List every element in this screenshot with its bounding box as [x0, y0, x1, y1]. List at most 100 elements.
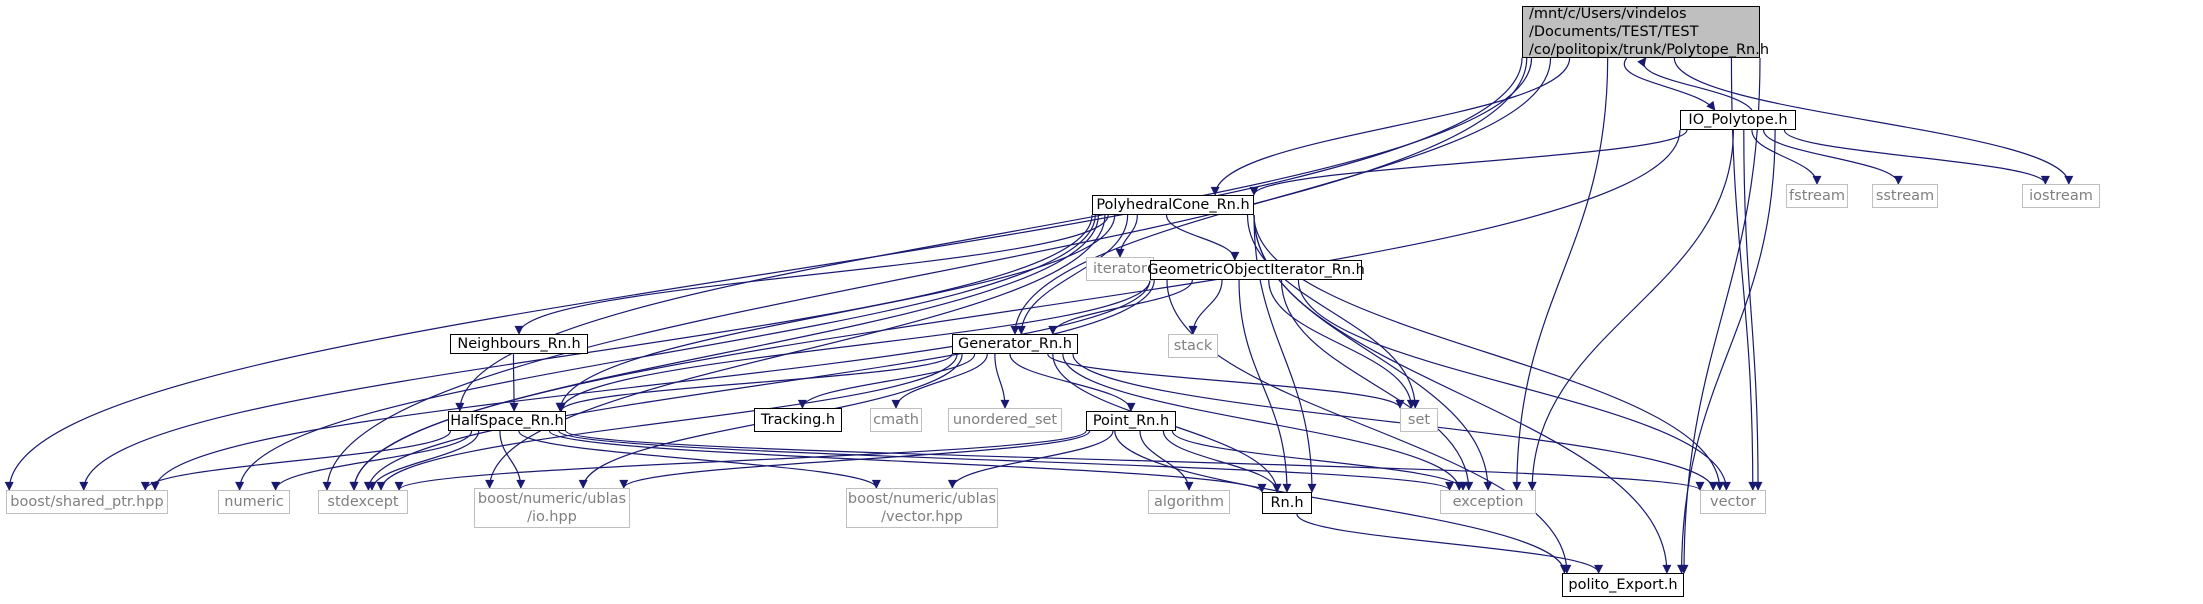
edge-polyhedralcone-to-halfspace: [555, 214, 1116, 412]
node-label: boost/numeric/ublas: [847, 491, 997, 507]
node-label: exception: [1452, 494, 1524, 510]
edge-geoiter-to-set: [1268, 279, 1416, 409]
edge-point-to-stdexcept: [394, 430, 1087, 491]
node-label: sstream: [1875, 188, 1935, 204]
edge-point-to-rn: [1162, 430, 1282, 493]
edge-generator-to-tracking: [797, 353, 976, 409]
node-point[interactable]: Point_Rn.h: [1086, 411, 1176, 431]
edge-geoiter-to-shared-ptr: [150, 279, 1151, 491]
node-label: numeric: [224, 494, 284, 510]
edge-geoiter-to-rn: [1238, 279, 1292, 493]
edge-geoiter-to-generator: [1048, 279, 1193, 335]
edge-polyhedralcone-to-neighbours: [514, 214, 1109, 335]
edge-io-polytope-to-sstream: [1762, 129, 1903, 185]
node-ublas-vector: boost/numeric/ublas/vector.hpp: [846, 488, 998, 528]
edge-root-to-stdexcept: [322, 57, 1528, 491]
node-unordered-set: unordered_set: [948, 408, 1062, 432]
node-geoiter[interactable]: GeometricObjectIterator_Rn.h: [1147, 260, 1365, 280]
node-root[interactable]: /mnt/c/Users/vindelos/Documents/TEST/TES…: [1522, 6, 1769, 58]
node-label: PolyhedralCone_Rn.h: [1096, 197, 1250, 213]
edge-io-polytope-to-vector: [1743, 129, 1763, 491]
node-polito-export[interactable]: polito_Export.h: [1562, 573, 1684, 597]
edge-rn-to-polito-export: [1296, 513, 1604, 574]
node-label: Neighbours_Rn.h: [457, 336, 581, 352]
node-label: set: [1407, 412, 1431, 428]
edge-io-polytope-to-polyhedralcone: [1249, 129, 1688, 196]
node-generator[interactable]: Generator_Rn.h: [952, 334, 1078, 354]
edge-root-to-iostream: [1673, 57, 2074, 185]
edge-generator-to-halfspace: [556, 353, 953, 412]
node-label: Point_Rn.h: [1092, 413, 1170, 429]
node-shared-ptr: boost/shared_ptr.hpp: [6, 490, 168, 514]
node-set: set: [1400, 408, 1438, 432]
node-label: boost/numeric/ublas: [477, 491, 627, 507]
node-label: /mnt/c/Users/vindelos: [1529, 6, 1687, 22]
edge-halfspace-to-vector: [565, 430, 1705, 491]
edge-generator-to-unordered-set: [994, 353, 1010, 409]
node-label: iterator: [1093, 261, 1147, 277]
node-label: IO_Polytope.h: [1688, 112, 1788, 128]
node-fstream: fstream: [1786, 184, 1848, 208]
node-exception: exception: [1440, 490, 1536, 514]
edge-point-to-exception: [1171, 430, 1468, 491]
edge-polyhedralcone-to-iterator: [1115, 214, 1138, 258]
edge-point-to-polito-export: [1114, 430, 1569, 574]
edge-halfspace-to-ublas-vector: [518, 430, 881, 489]
edge-generator-to-exception: [1062, 353, 1464, 491]
node-label: fstream: [1789, 188, 1845, 204]
node-halfspace[interactable]: HalfSpace_Rn.h: [448, 411, 566, 431]
edge-point-to-ublas-io: [619, 430, 1091, 489]
node-label: /Documents/TEST/TEST: [1529, 24, 1699, 40]
edge-geoiter-to-exception: [1280, 279, 1474, 491]
edge-polyhedralcone-to-rn: [1253, 214, 1317, 493]
node-label: stack: [1173, 338, 1213, 354]
edge-polyhedralcone-to-numeric: [235, 214, 1096, 491]
edge-root-to-polyhedralcone: [1210, 57, 1571, 196]
edge-halfspace-to-ublas-io: [499, 430, 526, 489]
edge-io-polytope-to-iostream: [1783, 129, 2050, 185]
node-label: /vector.hpp: [881, 509, 963, 525]
node-label: GeometricObjectIterator_Rn.h: [1147, 262, 1365, 278]
edge-point-to-algorithm: [1139, 430, 1194, 491]
edge-halfspace-to-stdexcept: [367, 430, 480, 491]
node-iterator: iterator: [1086, 257, 1154, 281]
edge-root-to-generator: [1010, 57, 1552, 335]
edge-root-to-shared-ptr: [4, 57, 1523, 491]
node-label: iostream: [2029, 188, 2093, 204]
node-rn[interactable]: Rn.h: [1262, 492, 1312, 514]
node-polyhedralcone[interactable]: PolyhedralCone_Rn.h: [1092, 195, 1254, 215]
node-label: vector: [1710, 494, 1756, 510]
node-sstream: sstream: [1872, 184, 1938, 208]
node-label: unordered_set: [952, 412, 1058, 428]
node-label: Rn.h: [1270, 495, 1304, 511]
node-neighbours[interactable]: Neighbours_Rn.h: [450, 334, 588, 354]
node-ublas-io: boost/numeric/ublas/io.hpp: [474, 488, 630, 528]
edge-polyhedralcone-to-ublas-io: [485, 214, 1106, 489]
edge-halfspace-to-exception: [558, 430, 1454, 491]
edge-point-to-ublas-vector: [947, 430, 1114, 489]
edge-generator-to-vector: [1072, 353, 1718, 491]
node-io-polytope[interactable]: IO_Polytope.h: [1680, 110, 1796, 130]
edge-io-polytope-to-polito-export: [1677, 129, 1776, 574]
edge-neighbours-to-halfspace: [509, 353, 519, 412]
node-label: stdexcept: [327, 494, 399, 510]
edge-generator-to-cmath: [891, 353, 988, 409]
node-label: cmath: [873, 412, 919, 428]
edge-io-polytope-to-root: [1637, 57, 1753, 111]
edge-halfspace-to-shared-ptr: [140, 430, 451, 491]
node-label: boost/shared_ptr.hpp: [10, 494, 164, 510]
edge-polyhedralcone-to-generator: [1016, 214, 1129, 335]
node-numeric: numeric: [218, 490, 290, 514]
edge-root-to-io-polytope: [1623, 57, 1716, 111]
node-label: polito_Export.h: [1568, 577, 1678, 593]
node-tracking[interactable]: Tracking.h: [754, 408, 842, 432]
edge-halfspace-to-rn: [548, 430, 1267, 493]
node-stack: stack: [1168, 334, 1218, 358]
node-stdexcept: stdexcept: [318, 490, 408, 514]
edge-polyhedralcone-to-geoiter: [1165, 214, 1240, 261]
edge-io-polytope-to-exception: [1527, 129, 1734, 491]
node-label: HalfSpace_Rn.h: [450, 413, 564, 429]
node-vector: vector: [1700, 490, 1766, 514]
edge-geoiter-to-halfspace: [556, 279, 1151, 412]
